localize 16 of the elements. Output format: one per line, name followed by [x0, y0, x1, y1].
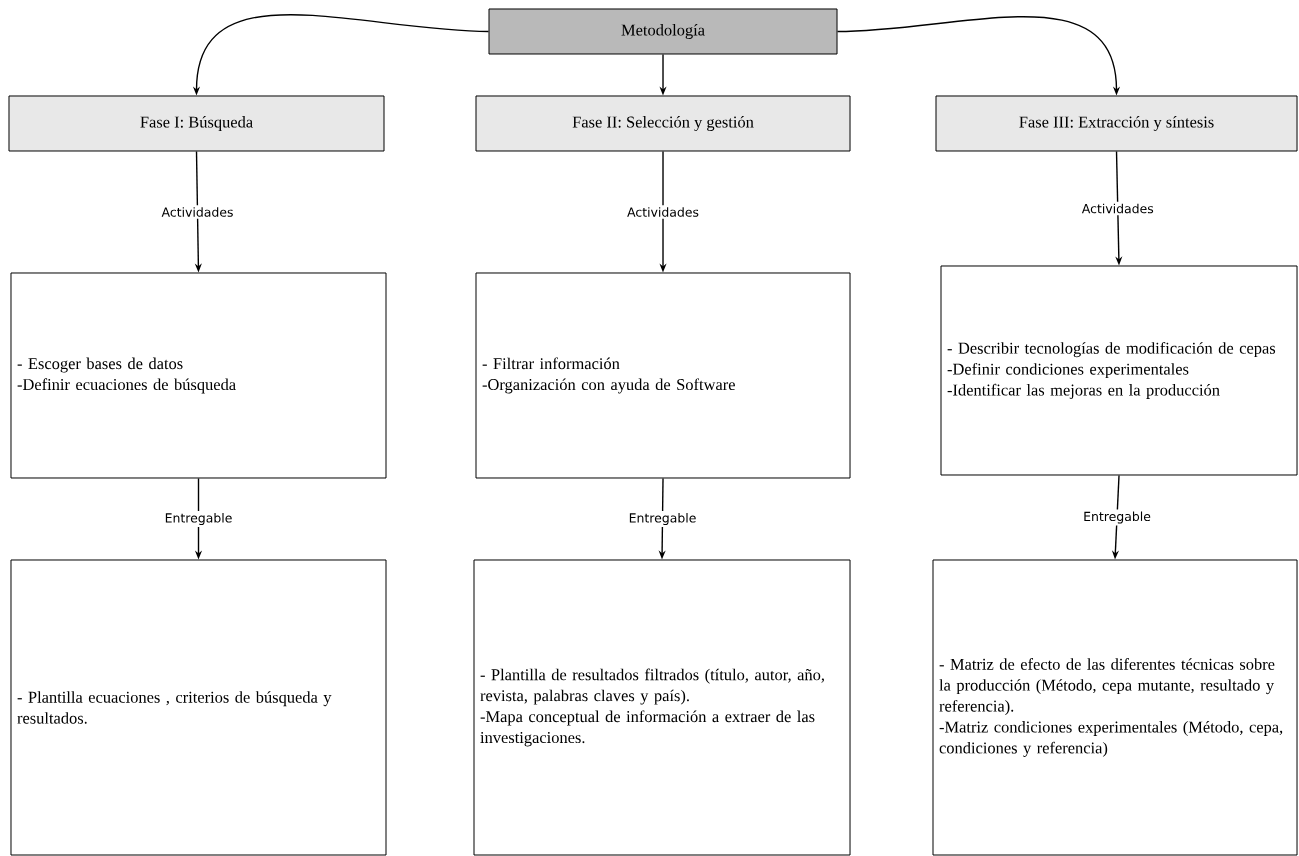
edge-label: Actividades — [1079, 201, 1156, 216]
phase-box: Fase I: Búsqueda — [8, 95, 385, 152]
text-box: - Filtrar información -Organización con ayuda de Software — [475, 272, 851, 479]
edge-label: Entregable — [626, 510, 699, 527]
text-box: - Plantilla de resultados filtrados (título, autor, año, revista, palabras claves y país). -Mapa conceptual de información a extraer de las investigaciones. — [473, 559, 851, 856]
text-box: - Plantilla ecuaciones , criterios de búsqueda y resultados. — [10, 559, 387, 856]
edge-label: Actividades — [625, 205, 701, 219]
text-box: - Matriz de efecto de las diferentes técnicas sobre la producción (Método, cepa mutante, resultado y referencia). -Matriz condiciones experimentales (Método, cepa, condiciones y referencia) — [932, 559, 1298, 856]
text-box: - Escoger bases de datos -Definir ecuaciones de búsqueda — [10, 272, 387, 479]
text-box: - Describir tecnologías de modificación de cepas -Definir condiciones experimentales -Identificar las mejoras en la producción — [940, 265, 1298, 476]
edge-label: Actividades — [159, 205, 236, 219]
edge-label: Entregable — [162, 510, 235, 527]
phase-box: Fase III: Extracción y síntesis — [935, 95, 1298, 152]
title-box: Metodología — [488, 8, 838, 55]
phase-box: Fase II: Selección y gestión — [475, 95, 851, 152]
edge-label: Entregable — [1081, 509, 1153, 526]
